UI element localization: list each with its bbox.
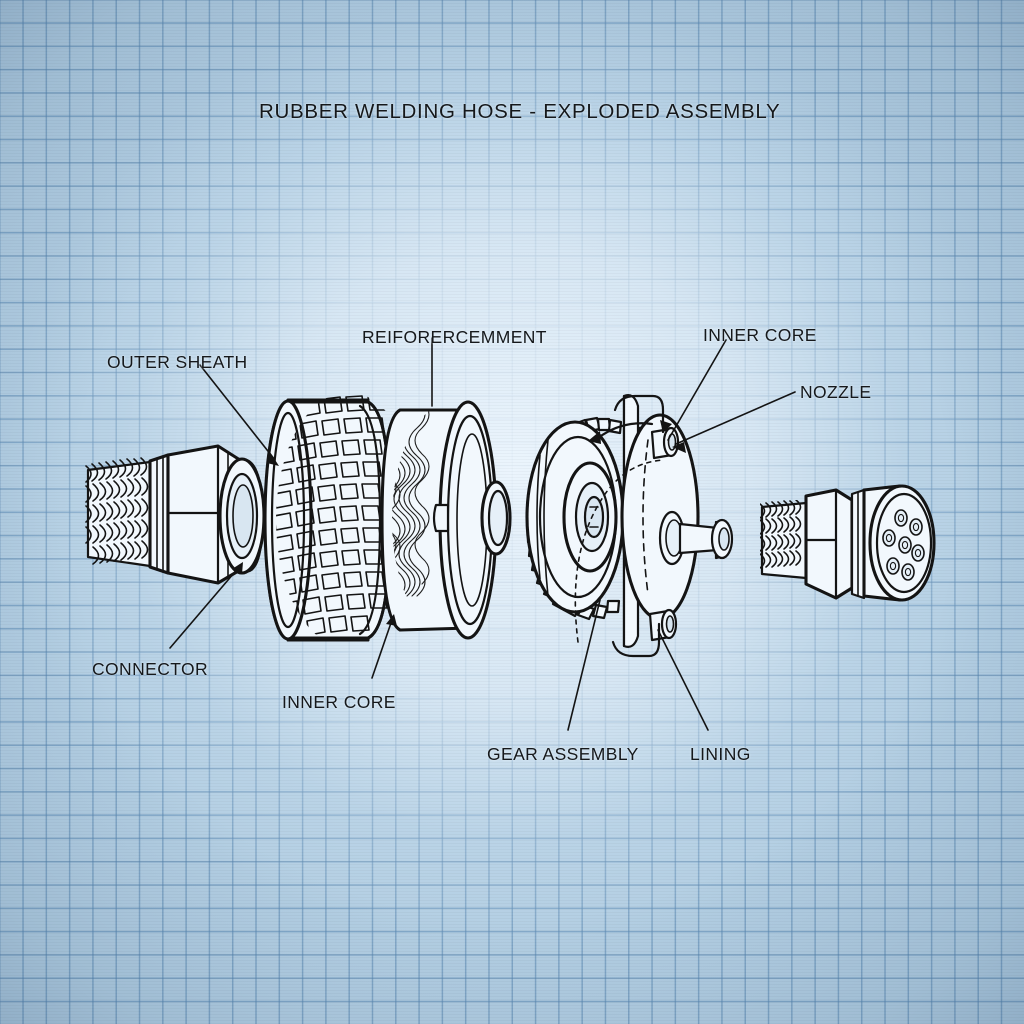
label-reinforcement: REIFORERCEMMENT: [362, 327, 547, 347]
roller-bushing-top: [650, 426, 680, 460]
leader-lines: [169, 337, 796, 731]
part-nozzle: [760, 484, 936, 602]
label-gear-assembly: GEAR ASSEMBLY: [487, 744, 639, 764]
label-nozzle: NOZZLE: [800, 382, 872, 402]
part-reinforcement: [380, 400, 512, 640]
part-connector: [85, 444, 266, 585]
label-connector: CONNECTOR: [92, 659, 209, 679]
connector-threads: [85, 457, 149, 565]
part-outer-sheath: [263, 395, 392, 642]
roller-bushing-bottom: [648, 608, 678, 642]
assembly-arc: [574, 420, 672, 643]
diagram-title: RUBBER WELDING HOSE - EXPLODED ASSEMBLY: [259, 100, 781, 123]
label-lining: LINING: [690, 744, 751, 764]
nozzle-orifices: [882, 509, 925, 581]
nozzle-threads: [760, 500, 802, 569]
label-inner-core-bottom: INNER CORE: [282, 692, 396, 712]
sheath-mesh-texture: [276, 395, 388, 639]
label-outer-sheath: OUTER SHEATH: [107, 352, 248, 372]
part-gear-assembly: [525, 416, 625, 621]
part-lining: [611, 394, 734, 658]
label-inner-core-top: INNER CORE: [703, 325, 817, 345]
